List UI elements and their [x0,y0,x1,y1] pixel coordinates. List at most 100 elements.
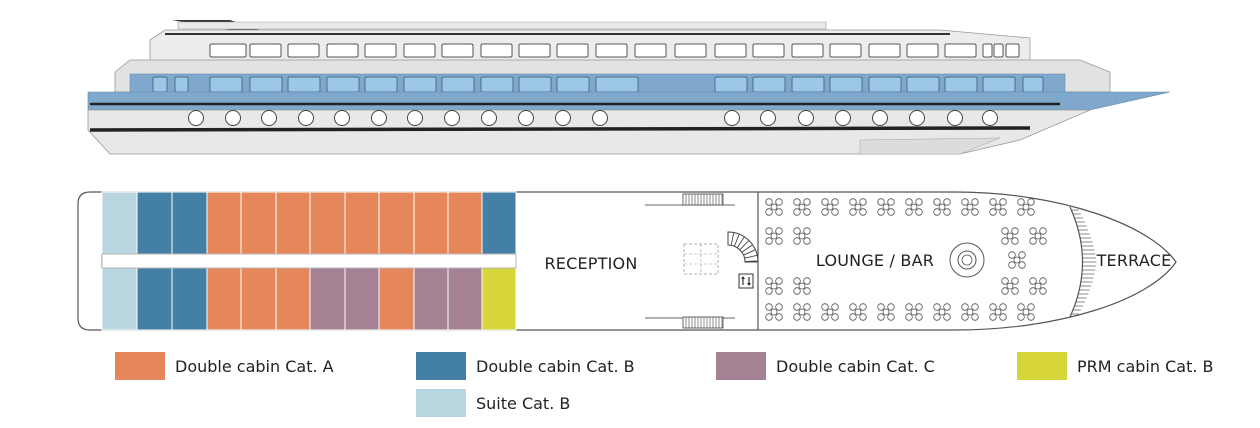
middle-deck-windows [152,76,1044,93]
window [714,76,748,93]
cabin-cat-a [378,191,415,255]
lounge-table [989,198,1007,216]
lounge-table [877,198,895,216]
window [1022,76,1044,93]
stairs-bottom [682,316,724,329]
lounge-table [1008,251,1026,269]
window [518,76,552,93]
window [791,76,825,93]
cabin-row-bottom [101,267,517,331]
window [906,76,940,93]
ship-illustration: RECEPTION LOUNGE / BAR [77,20,1177,331]
reception-label: RECEPTION [544,254,637,273]
window [595,76,639,93]
cabin-cat-b [136,267,173,331]
porthole [947,110,963,126]
window [480,43,513,58]
porthole [724,110,740,126]
porthole [261,110,277,126]
lounge-table [1029,227,1047,245]
window [556,76,590,93]
legend-label-cat-a: Double cabin Cat. A [175,356,334,376]
window [868,76,902,93]
window [556,43,589,58]
window [752,76,786,93]
cabin-suite-b [101,191,138,255]
ship-side-profile [87,20,1171,155]
cabin-row-top [101,191,517,255]
stairs-top [682,193,724,206]
lounge-table [765,277,783,295]
window [1005,43,1020,58]
window [944,43,977,58]
cabin-cat-c [447,267,483,331]
window [209,76,243,93]
cabin-cat-b [171,191,208,255]
cabin-cat-a [240,191,277,255]
lounge-table [961,198,979,216]
window [993,43,1004,58]
legend-label-cat-c: Double cabin Cat. C [776,356,935,376]
window [634,43,667,58]
window [944,76,978,93]
cabin-cat-c [309,267,346,331]
elevator-icon [738,273,754,289]
porthole [872,110,888,126]
lounge-table [765,227,783,245]
window [249,43,282,58]
porthole [481,110,497,126]
legend-label-prm-b: PRM cabin Cat. B [1077,356,1214,376]
lounge-table [793,277,811,295]
lounge-table [793,303,811,321]
window [752,43,785,58]
terrace-steps [1071,209,1097,315]
cabin-cat-a [309,191,346,255]
lounge-table [1029,277,1047,295]
cabin-suite-b [101,267,138,331]
porthole [909,110,925,126]
cabin-cat-a [275,267,311,331]
cabin-cat-a [413,191,449,255]
porthole [555,110,571,126]
legend-item-cat-b: Double cabin Cat. B [416,352,635,380]
window [287,76,321,93]
lounge-table [793,198,811,216]
lounge-table [933,198,951,216]
legend-swatch-cat-c [716,352,766,380]
porthole [982,110,998,126]
legend-label-cat-b: Double cabin Cat. B [476,356,635,376]
deck-plan: RECEPTION LOUNGE / BAR [77,191,1177,331]
legend-swatch-cat-a [115,352,165,380]
window [326,76,360,93]
lounge-table [765,303,783,321]
cabin-cat-c [413,267,449,331]
window [326,43,359,58]
window [829,76,863,93]
window [403,43,436,58]
window [791,43,824,58]
porthole [798,110,814,126]
cabin-cat-b [481,191,517,255]
porthole [298,110,314,126]
lounge-table [821,198,839,216]
window [249,76,283,93]
reception-desk [683,243,719,275]
lounge-table [905,198,923,216]
bar-counter [949,242,985,278]
lounge-table [989,303,1007,321]
terrace-label: TERRACE [1096,251,1172,270]
lounge-table [933,303,951,321]
legend-item-prm-b: PRM cabin Cat. B [1017,352,1213,380]
lounge-bar-label: LOUNGE / BAR [816,251,934,270]
porthole [518,110,534,126]
lounge-table [877,303,895,321]
legend-swatch-cat-b [416,352,466,380]
upper-deck-windows [209,43,1020,58]
porthole [407,110,423,126]
window [714,43,747,58]
window [441,43,474,58]
cabin-cat-a [447,191,483,255]
window [518,43,551,58]
legend-item-cat-c: Double cabin Cat. C [716,352,935,380]
lounge-table [1017,198,1035,216]
